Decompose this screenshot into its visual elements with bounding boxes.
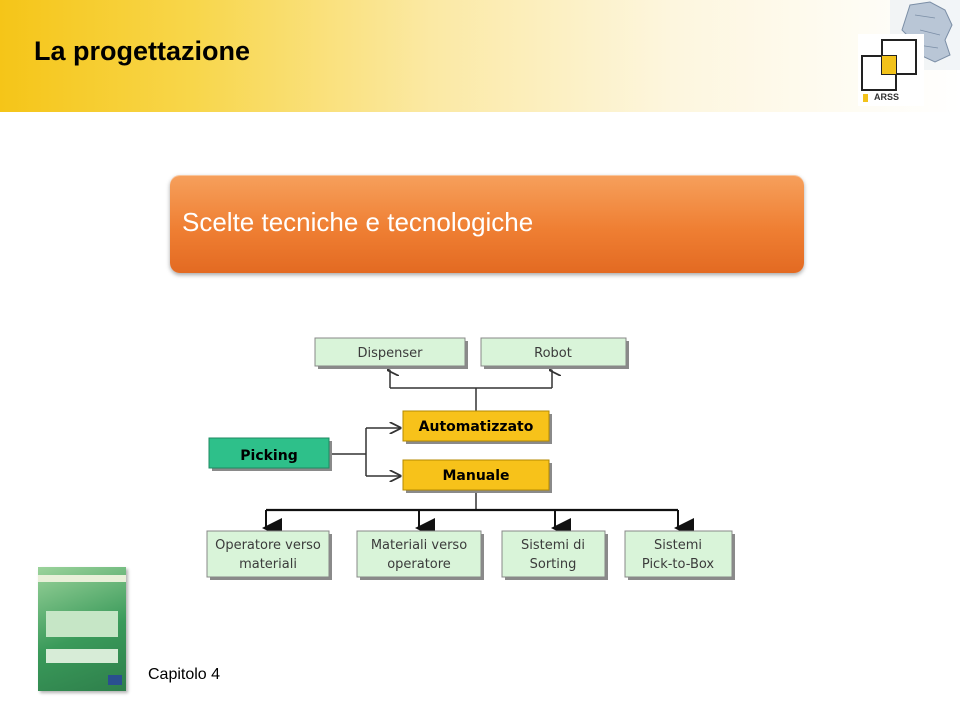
book-subtitle-block [46,649,118,663]
node-picking: Picking [208,437,332,471]
node-dispenser: Dispenser [314,337,468,369]
node-automatizzato-label: Automatizzato [419,419,534,435]
section-banner: Scelte tecniche e tecnologiche [170,175,804,273]
header-band [0,0,960,112]
book-title-block [46,611,118,637]
node-operatore-verso-materiali: Operatore verso materiali [206,530,332,580]
node-automatizzato: Automatizzato [402,410,552,444]
book-top-band [38,575,126,582]
node-picking-label: Picking [240,448,297,464]
arss-logo-icon [861,39,917,102]
connector-lines [262,370,694,538]
node-dispenser-label: Dispenser [358,346,424,361]
chapter-label: Capitolo 4 [148,666,221,683]
node-sistemi-pick-to-box: Sistemi Pick-to-Box [624,530,735,580]
node-sistemi-di-sorting: Sistemi di Sorting [501,530,608,580]
node-pickbox-line2: Pick-to-Box [642,557,715,572]
book-cover-image [38,567,126,691]
node-robot-label: Robot [534,346,572,361]
node-robot: Robot [480,337,629,369]
node-operatore-line2: materiali [239,557,297,572]
node-materiali-line1: Materiali verso [371,538,467,553]
node-materiali-verso-operatore: Materiali verso operatore [356,530,484,580]
node-manuale-label: Manuale [442,468,509,484]
slide-title: La progettazione [34,36,251,66]
arss-logo-label: ARSS [874,92,900,102]
book-publisher-badge [108,675,122,685]
arss-logo: ARSS [858,34,924,106]
node-operatore-line1: Operatore verso [215,538,321,553]
node-materiali-line2: operatore [387,557,451,572]
node-manuale: Manuale [402,459,552,493]
node-pickbox-line1: Sistemi [654,538,702,553]
node-sorting-line1: Sistemi di [521,538,585,553]
node-sorting-line2: Sorting [530,557,577,572]
banner-text: Scelte tecniche e tecnologiche [182,207,534,237]
